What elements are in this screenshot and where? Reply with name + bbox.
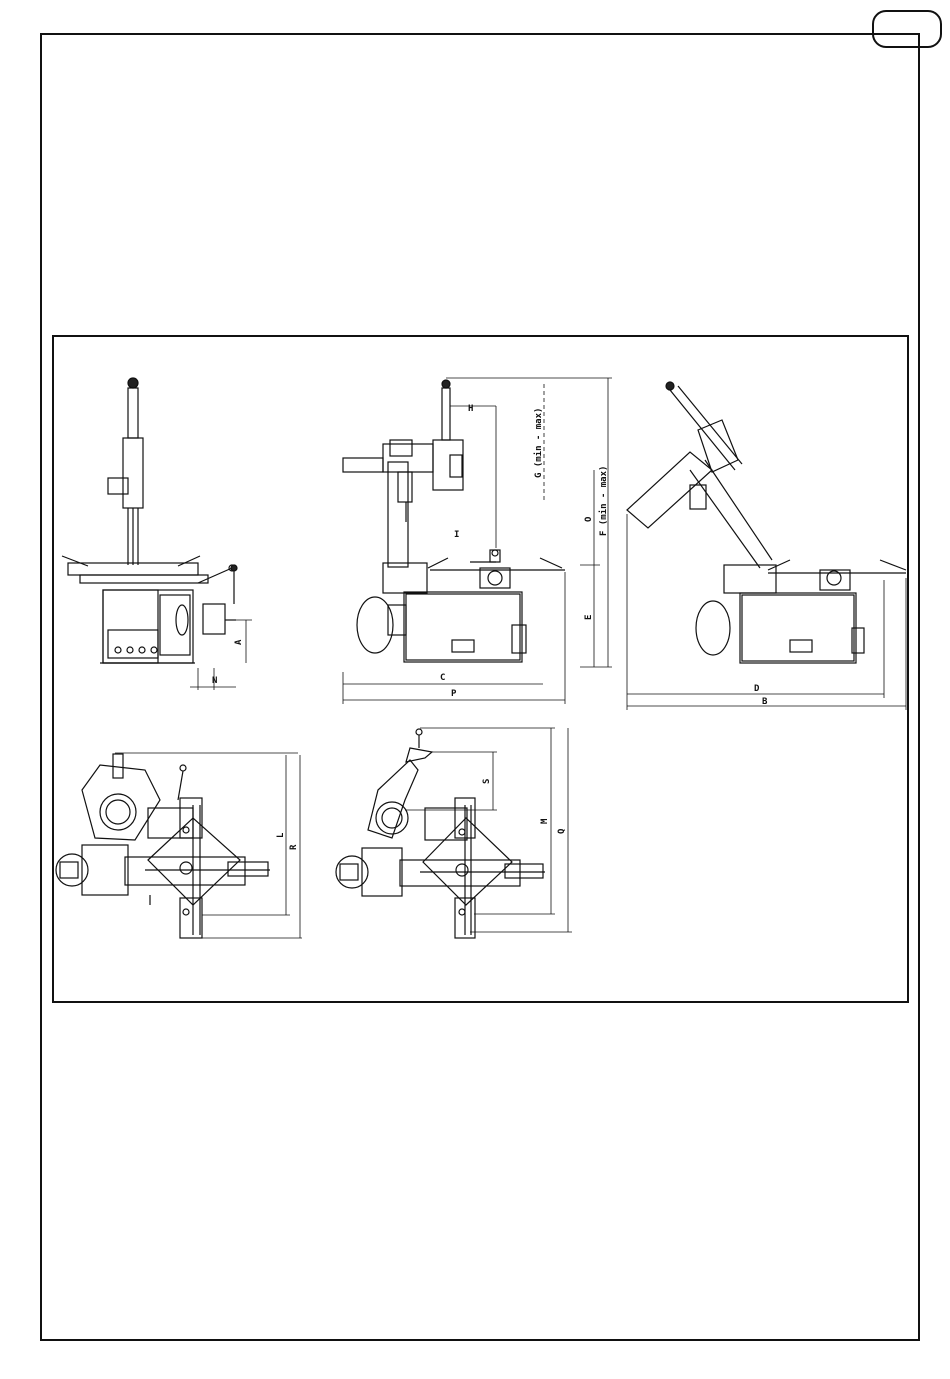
dim-label-g: G (min - max) — [533, 408, 544, 478]
top-view-compact-drawing — [336, 728, 572, 938]
tilted-view-drawing — [627, 382, 906, 710]
dim-label-f: F (min - max) — [598, 466, 609, 536]
dim-label-e: E — [584, 615, 594, 620]
dim-label-l: L — [276, 832, 286, 838]
side-view-drawing — [343, 378, 612, 704]
dim-label-i: I — [454, 530, 459, 540]
dim-label-p: P — [451, 689, 457, 699]
dimension-labels: A N C P H I G (min - max) O F (min - max… — [212, 404, 768, 850]
dim-label-n: N — [212, 676, 217, 686]
dim-label-a: A — [234, 639, 244, 645]
dim-label-m: M — [540, 818, 550, 824]
dim-label-b: B — [762, 697, 768, 707]
top-view-extended-drawing — [56, 753, 302, 938]
front-view-drawing — [62, 378, 252, 690]
dim-label-c: C — [440, 673, 445, 683]
dim-label-q: Q — [557, 828, 567, 834]
dim-label-o: O — [584, 516, 594, 522]
dim-label-r: R — [289, 844, 299, 850]
dim-label-d: D — [754, 684, 760, 694]
dim-label-h: H — [468, 404, 473, 414]
dim-label-s: S — [482, 779, 492, 784]
